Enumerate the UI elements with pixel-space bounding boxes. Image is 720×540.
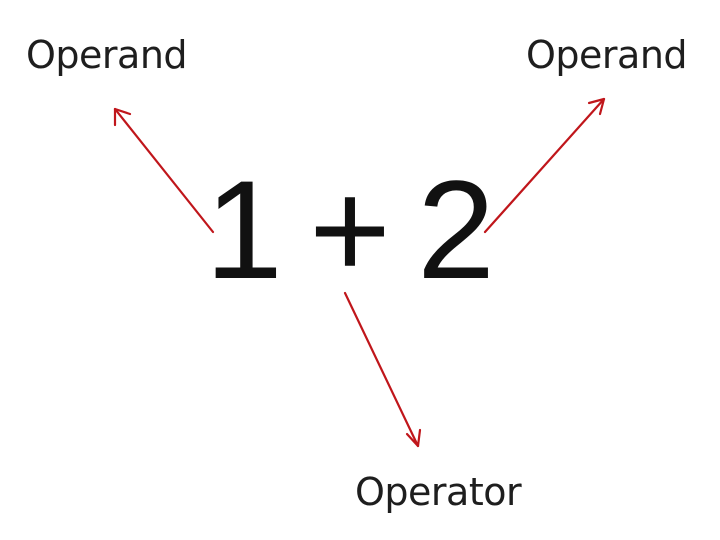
left-operand: 1 <box>205 151 283 308</box>
arrowhead-right-operand <box>587 97 606 116</box>
right-operand: 2 <box>417 151 495 308</box>
arrow-left-operand <box>113 107 215 234</box>
arrowhead-operator <box>405 428 422 448</box>
right-operand-label: Operand <box>526 33 688 77</box>
operator-symbol: + <box>309 151 391 308</box>
expression: 1 + 2 <box>205 160 495 300</box>
arrowhead-left-operand <box>113 107 132 127</box>
arrow-right-operand <box>483 97 606 234</box>
arrow-operator <box>343 291 420 448</box>
operator-label: Operator <box>355 470 522 514</box>
left-operand-label: Operand <box>26 33 188 77</box>
